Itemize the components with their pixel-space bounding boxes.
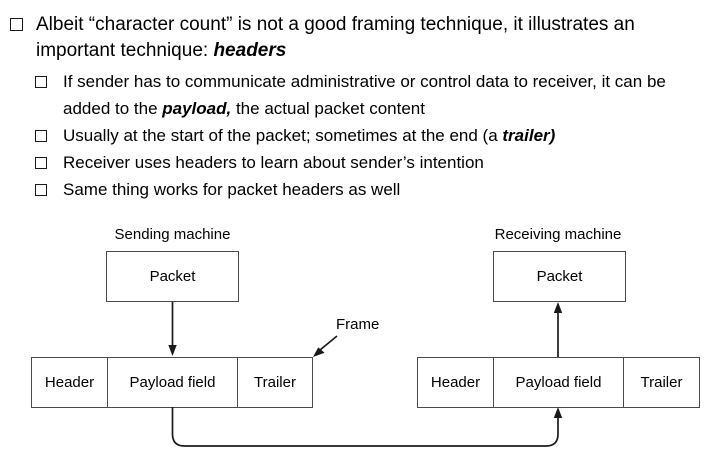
receiving-machine-label: Receiving machine [494, 226, 622, 243]
bullet-text-part: the actual packet content [231, 99, 425, 118]
sub-bullet-text: Receiver uses headers to learn about sen… [63, 149, 484, 176]
sender-frame-box: Header Payload field Trailer [31, 357, 313, 408]
receiver-packet-label: Packet [536, 268, 583, 285]
sender-trailer-cell: Trailer [237, 358, 312, 407]
bullet-text-emphasis: headers [213, 40, 287, 61]
sender-packet-box: Packet [106, 251, 239, 302]
bullet-text-emphasis: payload, [162, 99, 232, 118]
sender-packet-label: Packet [149, 268, 196, 285]
bullet-text-part: Albeit “character count” is not a good f… [36, 14, 635, 61]
bullet-square-icon [10, 18, 23, 31]
frame-label: Frame [336, 316, 380, 333]
sender-down-arrow-head [168, 345, 177, 356]
bullet-text-part: Same thing works for packet headers as w… [63, 180, 401, 199]
bullet-square-icon [35, 157, 47, 169]
sender-payload-cell: Payload field [107, 358, 237, 407]
bullet-text-part: If sender has to communicate administrat… [63, 72, 666, 118]
receiver-payload-cell: Payload field [493, 358, 623, 407]
bullet-main-text: Albeit “character count” is not a good f… [36, 12, 702, 64]
bullet-text-part: Usually at the start of the packet; some… [63, 126, 503, 145]
bullet-text-part: Receiver uses headers to learn about sen… [63, 153, 484, 172]
bullet-square-icon [35, 130, 47, 142]
bullet-item-receiver: Receiver uses headers to learn about sen… [35, 149, 702, 176]
receiver-packet-box: Packet [493, 251, 626, 302]
transmission-connector-line [171, 407, 559, 447]
bullet-item-same: Same thing works for packet headers as w… [35, 176, 702, 203]
transmission-connector-arrow-head [553, 407, 563, 418]
bullet-square-icon [35, 184, 47, 196]
sending-machine-label: Sending machine [114, 226, 231, 243]
bullet-list: Albeit “character count” is not a good f… [10, 12, 702, 203]
receiver-frame-box: Header Payload field Trailer [417, 357, 700, 408]
bullet-item-main: Albeit “character count” is not a good f… [10, 12, 702, 64]
bullet-text-emphasis: trailer) [502, 126, 556, 145]
sub-bullet-text: If sender has to communicate administrat… [63, 68, 702, 122]
sub-bullet-list: If sender has to communicate administrat… [35, 68, 702, 203]
receiver-header-cell: Header [430, 374, 481, 391]
bullet-item-payload: If sender has to communicate administrat… [35, 68, 702, 122]
receiver-trailer-cell: Trailer [623, 358, 699, 407]
bullet-item-trailer: Usually at the start of the packet; some… [35, 122, 702, 149]
bullet-square-icon [35, 76, 47, 88]
sub-bullet-text: Usually at the start of the packet; some… [63, 122, 555, 149]
frame-pointer-arrow-shaft [319, 335, 338, 351]
receiver-up-arrow-head [553, 302, 563, 313]
sender-header-cell: Header [44, 374, 95, 391]
frame-pointer-arrow-head [313, 347, 325, 357]
sub-bullet-text: Same thing works for packet headers as w… [63, 176, 400, 203]
